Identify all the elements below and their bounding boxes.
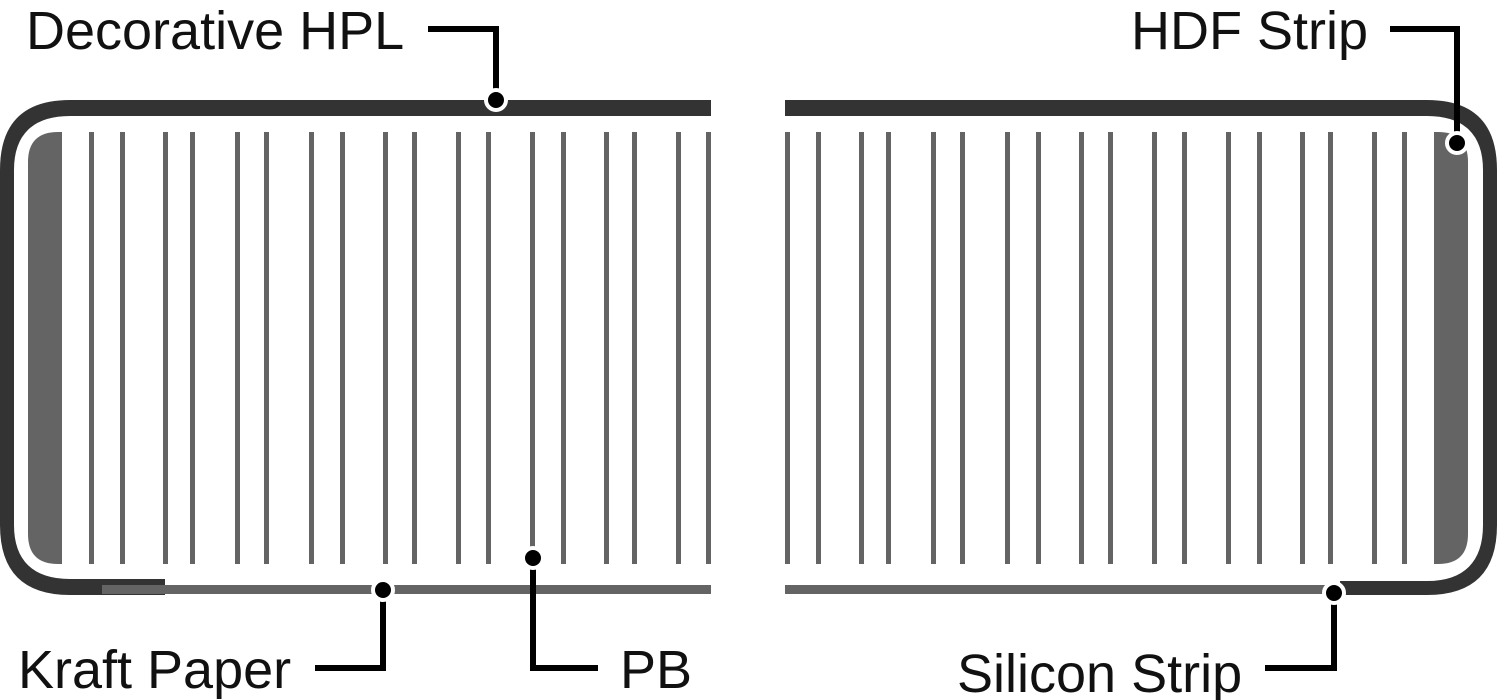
leader-line [315, 590, 386, 671]
label-decorative-hpl: Decorative HPL [26, 1, 404, 61]
leader-dot [484, 88, 508, 112]
pb-line [456, 132, 461, 564]
leader-dot [371, 578, 395, 602]
pb-line [561, 132, 566, 564]
pb-line [1079, 132, 1084, 564]
leader-dot [1445, 131, 1469, 155]
pb-line [190, 132, 195, 564]
pb-line [340, 132, 345, 564]
pb-line [886, 132, 891, 564]
pb-line [816, 132, 821, 564]
label-pb: PB [620, 640, 692, 700]
pb-line [1182, 132, 1187, 564]
pb-line [309, 132, 314, 564]
pb-line [486, 132, 491, 564]
label-silicon-strip: Silicon Strip [957, 644, 1242, 700]
kraft-paper-layer [102, 585, 1340, 594]
kraft-paper-left [102, 585, 711, 594]
callout-pb: PB [521, 546, 692, 700]
callout-hdf-strip: HDF Strip [1131, 1, 1469, 155]
pb-line [785, 132, 790, 564]
label-hdf-strip: HDF Strip [1131, 1, 1368, 61]
inner-separation [14, 116, 1483, 581]
pb-line [859, 132, 864, 564]
pb-line [706, 132, 711, 564]
pb-line [1328, 132, 1333, 564]
pb-line [931, 132, 936, 564]
hdf-strip-right [1434, 132, 1468, 564]
hdf-strip-left [28, 132, 62, 564]
callout-silicon-strip: Silicon Strip [957, 581, 1346, 700]
pb-line [89, 132, 94, 564]
leader-dot [1322, 581, 1346, 605]
pb-line [1036, 132, 1041, 564]
pb-line [412, 132, 417, 564]
pb-line [604, 132, 609, 564]
leader-dot [521, 546, 545, 570]
pb-line [1300, 132, 1305, 564]
pb-line [163, 132, 168, 564]
pb-line [1226, 132, 1231, 564]
pb-core-lines-left [89, 132, 711, 564]
pb-line [383, 132, 388, 564]
pb-line [1257, 132, 1262, 564]
kraft-paper-right [785, 585, 1340, 594]
pb-line [1372, 132, 1377, 564]
callout-decorative-hpl: Decorative HPL [26, 1, 508, 112]
hdf-strip-layer [28, 132, 1468, 564]
pb-line [1402, 132, 1407, 564]
decorative-hpl-layer [0, 100, 1497, 595]
pb-line [1108, 132, 1113, 564]
leader-line [428, 26, 499, 100]
pb-line [120, 132, 125, 564]
callout-kraft-paper: Kraft Paper [18, 578, 395, 700]
pb-line [676, 132, 681, 564]
label-kraft-paper: Kraft Paper [18, 640, 291, 700]
pb-line [1152, 132, 1157, 564]
pb-line [530, 132, 535, 564]
leader-line [1390, 26, 1460, 143]
leader-line [1265, 593, 1337, 671]
hpl-right-frame [785, 100, 1497, 595]
pb-line [264, 132, 269, 564]
pb-line [632, 132, 637, 564]
leader-line [530, 558, 598, 671]
pb-line [235, 132, 240, 564]
pb-core-lines-right [785, 132, 1407, 564]
pb-line [960, 132, 965, 564]
pb-line [1005, 132, 1010, 564]
